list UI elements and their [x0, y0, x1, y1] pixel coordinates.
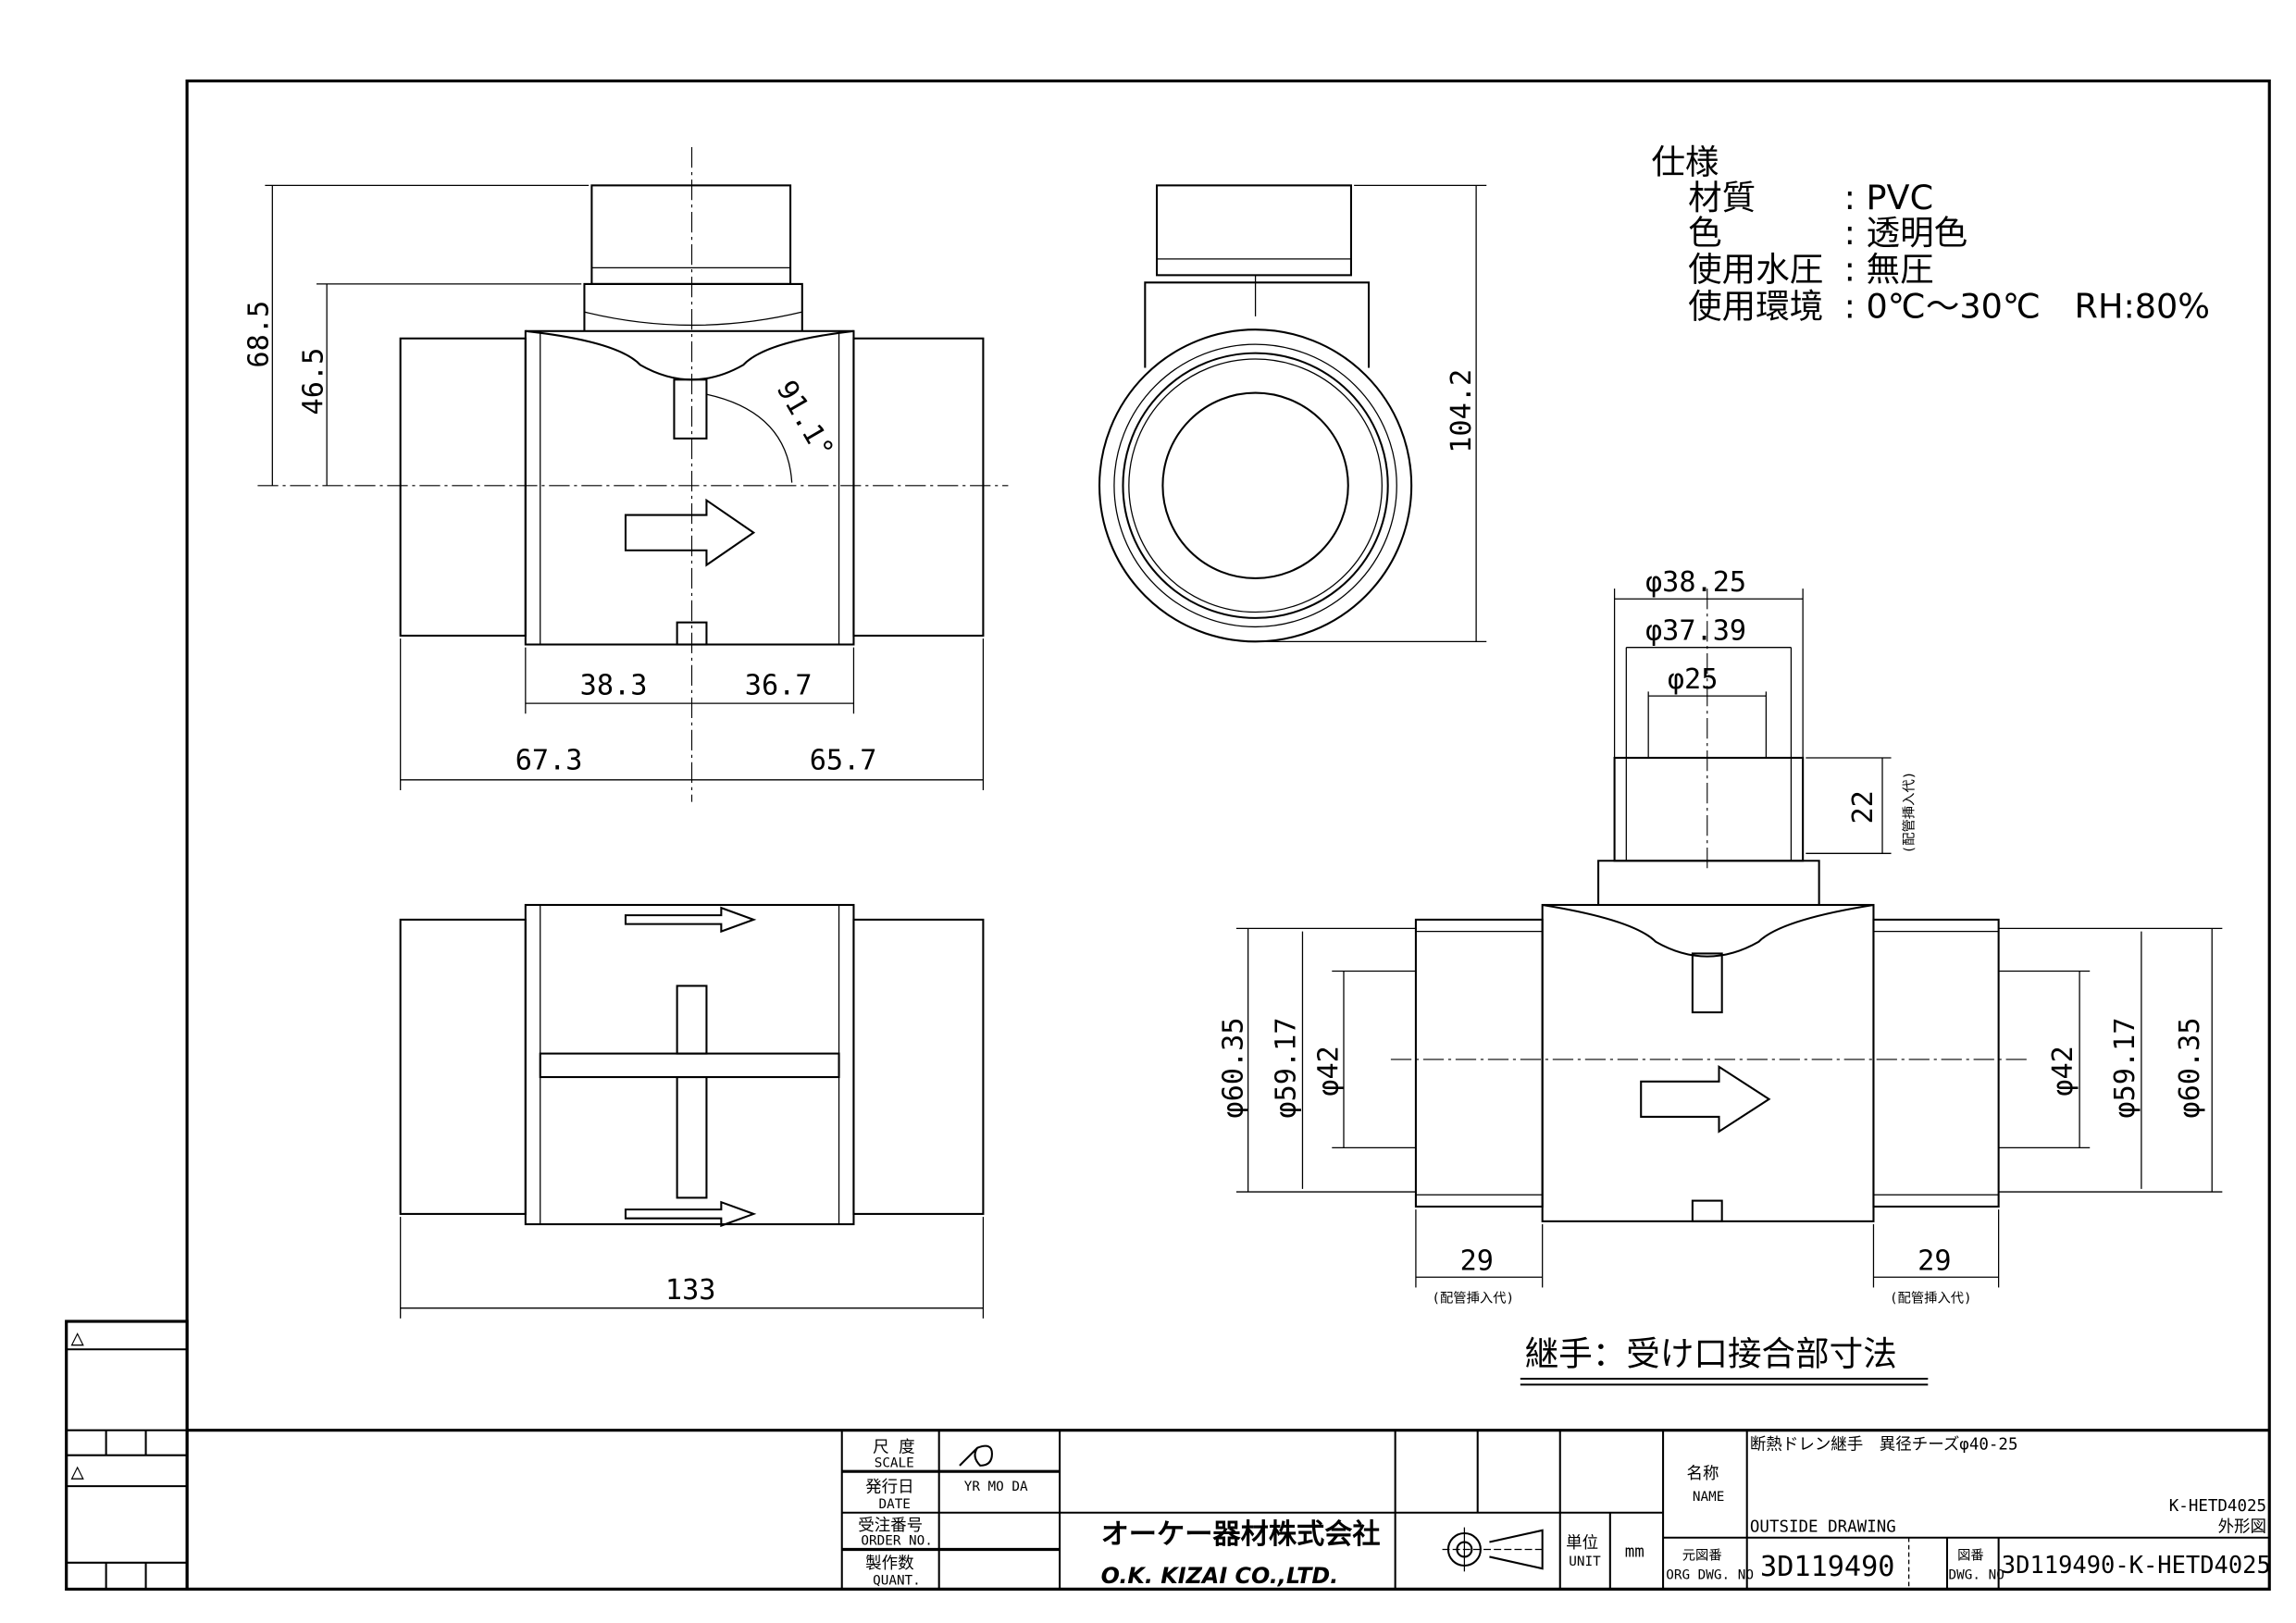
product-name: 断熱ドレン継手 異径チーズφ40-25 — [1750, 1435, 2018, 1454]
drawing-text: 使用水圧 — [1688, 250, 1823, 290]
drawing-text: 元図番 — [1682, 1548, 1722, 1564]
dimension-label: φ60.35 — [2174, 1017, 2206, 1118]
drawing-text: 材質 — [1688, 178, 1756, 217]
dimension-label: 104.2 — [1446, 369, 1478, 453]
drawing-text: 0℃～30℃ RH:80% — [1867, 286, 2211, 326]
dimension-label: 36.7 — [745, 670, 813, 702]
drawing-text: 仕様 — [1651, 142, 1719, 182]
drawing-text: 外形図 — [2218, 1518, 2266, 1536]
dimension-label: φ59.17 — [1271, 1017, 1303, 1118]
dimension-label: 38.3 — [580, 670, 648, 702]
dimension-label: 22 — [1847, 790, 1880, 824]
drawing-text: ORDER NO. — [861, 1534, 932, 1549]
company-logo-jp: オーケー器材株式会社 — [1101, 1518, 1381, 1551]
side-view: 104.2 — [1098, 184, 1487, 643]
drawing-text: DWG. NO — [1949, 1567, 2004, 1582]
scale-symbol-icon — [959, 1444, 993, 1467]
drawing-text: NAME — [1693, 1490, 1724, 1505]
drawing-text: SCALE — [875, 1456, 914, 1470]
dimension-label: φ42 — [1313, 1046, 1346, 1096]
dimension-label: φ37.39 — [1645, 615, 1746, 648]
revision-block: △ △ — [65, 1319, 189, 1592]
drawing-text: : — [1844, 250, 1855, 290]
dimension-note: (配管挿入代) — [1901, 772, 1917, 854]
bottom-view: 133 — [399, 903, 985, 1319]
drawing-text: 名称 — [1687, 1465, 1719, 1483]
org-drawing-number: 3D119490 — [1760, 1551, 1894, 1583]
drawing-text: PVC — [1867, 178, 1934, 217]
drawing-text: 製作数 — [865, 1555, 913, 1573]
dimension-label: φ38.25 — [1645, 566, 1746, 599]
dimension-label: 68.5 — [243, 301, 276, 368]
drawing-text: QUANT. — [873, 1574, 921, 1589]
drawing-text: mm — [1625, 1542, 1644, 1561]
dimension-label: 29 — [1917, 1245, 1951, 1277]
drawing-text: 尺 度 — [873, 1439, 915, 1457]
dimension-label: 65.7 — [810, 745, 877, 777]
section-view: φ38.25 φ37.39 φ25 22 (配管挿入代) φ60.35 φ59.… — [1217, 566, 2223, 1386]
dimension-label: 67.3 — [515, 745, 583, 777]
drawing-text: 図番 — [1957, 1548, 1984, 1564]
drawing-text: 発行日 — [865, 1478, 913, 1496]
drawing-text: 使用環境 — [1688, 286, 1823, 326]
section-caption: 継手：受け口接合部寸法 — [1525, 1334, 1897, 1374]
drawing-text: 色 — [1688, 213, 1722, 253]
dimension-label: 29 — [1460, 1245, 1494, 1277]
drawing-text: : — [1844, 178, 1855, 217]
drawing-text: OUTSIDE DRAWING — [1750, 1518, 1896, 1536]
model-number: K-HETD4025 — [2169, 1497, 2266, 1516]
drawing-text: DATE — [878, 1497, 910, 1512]
drawing-text: : — [1844, 286, 1855, 326]
company-logo-en: O.K. KIZAI CO.,LTD. — [1101, 1563, 1339, 1589]
dimension-label: φ60.35 — [1217, 1017, 1249, 1118]
drawing-text: 受注番号 — [858, 1517, 923, 1535]
dimension-label: 133 — [665, 1274, 716, 1307]
drawing-text: 無圧 — [1867, 250, 1934, 290]
drawing-text: : — [1844, 213, 1855, 253]
drawing-text: 透明色 — [1867, 213, 1968, 253]
drawing-number: 3D119490-K-HETD4025 — [2002, 1551, 2271, 1579]
dimension-label: φ25 — [1668, 663, 1719, 696]
dimension-label: φ59.17 — [2109, 1017, 2141, 1118]
dimension-note: (配管挿入代) — [1890, 1290, 1972, 1306]
third-angle-projection-icon — [1442, 1527, 1544, 1572]
dimension-label: φ42 — [2047, 1046, 2079, 1096]
dimension-label: 46.5 — [297, 348, 329, 415]
drawing-text: UNIT — [1569, 1555, 1601, 1569]
dimension-note: (配管挿入代) — [1432, 1290, 1514, 1306]
drawing-text: 単位 — [1566, 1534, 1598, 1553]
revision-mark: △ — [70, 1458, 84, 1484]
drawing-text: ORG DWG. NO — [1666, 1567, 1754, 1582]
revision-mark: △ — [70, 1324, 84, 1350]
spec-block: 仕様 材質 : PVC 色 : 透明色 使用水圧 : 無圧 使用環境 : 0℃～… — [1651, 142, 2210, 327]
drawing-text: YR MO DA — [964, 1480, 1028, 1494]
title-block: 尺 度 SCALE 発行日 DATE YR MO DA 受注番号 ORDER N… — [187, 1429, 2271, 1592]
